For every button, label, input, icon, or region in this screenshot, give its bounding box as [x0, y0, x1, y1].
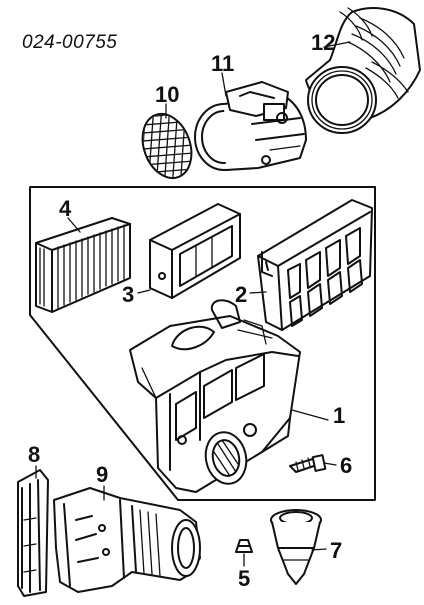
callout-12: 12 [311, 30, 336, 55]
part-3-filter-frame [149, 203, 241, 299]
part-8-seal-strip [17, 469, 49, 597]
part-12-intake-bellows [305, 7, 421, 134]
part-10-mesh-screen [135, 108, 199, 184]
callout-1: 1 [333, 403, 346, 428]
part-5-clip [235, 539, 253, 553]
part-6-bolt [289, 454, 327, 473]
part-4-air-filter-element [35, 217, 131, 313]
callout-5: 5 [238, 566, 251, 591]
callout-10: 10 [155, 82, 180, 107]
part-1-air-cleaner-housing [129, 299, 301, 493]
callout-3: 3 [122, 282, 135, 307]
part-7-rubber-mount [270, 509, 322, 585]
callout-8: 8 [28, 442, 41, 467]
callout-4: 4 [59, 196, 72, 221]
leader-lines [35, 41, 351, 567]
callout-7: 7 [330, 538, 343, 563]
callout-6: 6 [340, 453, 353, 478]
assembly-group-frame [29, 186, 376, 501]
part-2-housing-insert [257, 199, 373, 331]
part-code: 024-00755 [22, 32, 118, 53]
callout-11: 11 [211, 51, 235, 76]
part-11-air-mass-meter [194, 81, 307, 171]
callout-9: 9 [96, 462, 109, 487]
part-9-intake-duct [53, 487, 201, 593]
callout-2: 2 [235, 282, 248, 307]
